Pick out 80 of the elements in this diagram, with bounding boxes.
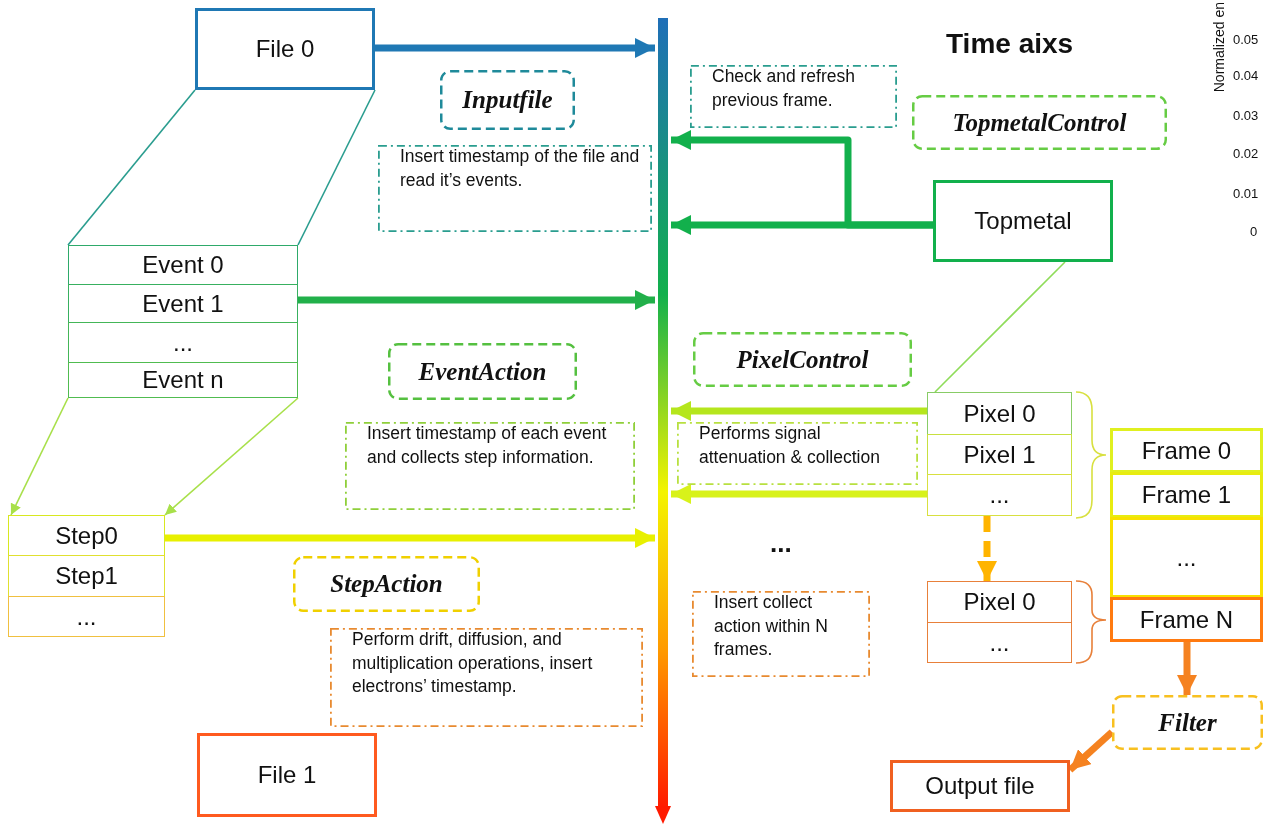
title-box [440, 70, 575, 130]
tick-label: 0.02 [1233, 146, 1259, 161]
note-box [692, 591, 870, 677]
title-box [912, 95, 1167, 150]
title-box [1112, 695, 1263, 750]
ellipsis-text: ... [770, 528, 792, 559]
leader-line [297, 89, 376, 246]
time-axis [655, 18, 671, 824]
box-label: Step0 [55, 521, 118, 550]
box-title: StepAction [330, 570, 443, 598]
box-label: Insert collect action within N frames. [714, 591, 829, 662]
tick-label: 0.05 [1233, 32, 1259, 47]
table-cell [8, 596, 165, 637]
box-label: Output file [925, 772, 1035, 800]
box-label: Step1 [55, 562, 118, 590]
table-cell [1110, 517, 1263, 598]
leader-line [934, 261, 1066, 393]
box-title: EventAction [418, 357, 547, 386]
axis-title: Time aixs [946, 28, 1074, 60]
box-label: Frame 1 [1141, 481, 1232, 509]
process-box [890, 760, 1070, 812]
box-title: PixelControl [736, 345, 869, 374]
table-cell [1110, 428, 1263, 473]
box-label: ... [76, 602, 97, 631]
arrow [10, 397, 69, 516]
box-label: Check and refresh previous frame. [712, 65, 856, 112]
box-label: ... [173, 328, 193, 357]
process-box [933, 180, 1113, 262]
box-title: Filter [1158, 708, 1217, 737]
table-cell [927, 434, 1072, 475]
box-label: Event 1 [142, 289, 224, 318]
note-box [677, 422, 918, 485]
tick-label: 0.04 [1233, 68, 1259, 83]
table-cell [8, 515, 165, 556]
box-label: ... [1176, 543, 1197, 572]
table-cell [68, 245, 298, 285]
tick-label: 0.01 [1233, 186, 1259, 201]
table-cell [927, 474, 1072, 516]
title-box [388, 343, 577, 400]
box-label: Pixel 0 [963, 399, 1036, 428]
arrow [1067, 729, 1115, 773]
box-label: Insert timestamp of each event and collects step information. [367, 422, 608, 469]
box-label: File 0 [255, 35, 315, 63]
table-cell [68, 284, 298, 323]
table-cell [8, 555, 165, 597]
process-box [197, 733, 377, 817]
box-label: Insert timestamp of the file and read it’s events. [400, 145, 640, 192]
box-label: Topmetal [974, 207, 1072, 235]
box-label: Performs signal attenuation & collection [699, 422, 881, 469]
note-box [378, 145, 652, 232]
box-label: Pixel 1 [963, 440, 1036, 469]
box-label: Perform drift, diffusion, and multiplication operations, insert electrons’ timestamp. [352, 628, 594, 699]
note-box [345, 422, 635, 510]
box-label: Pixel 0 [963, 588, 1036, 616]
axis-label: Normalized en [1211, 2, 1227, 93]
title-box [693, 332, 912, 387]
box-label: ... [989, 628, 1010, 657]
process-box [195, 8, 375, 90]
box-label: Frame 0 [1141, 436, 1232, 465]
table-cell [1110, 472, 1263, 518]
box-label: Event 0 [142, 251, 224, 279]
title-box [293, 556, 480, 612]
note-box [330, 628, 643, 727]
arrow [164, 397, 299, 516]
table-cell [927, 581, 1072, 623]
table-cell [68, 322, 298, 363]
table-cell [927, 622, 1072, 663]
box-title: Inputfile [462, 86, 553, 114]
table-cell [68, 362, 298, 398]
table-cell [927, 392, 1072, 435]
note-box [690, 65, 897, 128]
box-label: Event n [142, 366, 224, 394]
box-label: ... [989, 481, 1010, 509]
leader-line [67, 89, 196, 246]
tick-label: 0 [1250, 224, 1258, 239]
tick-label: 0.03 [1233, 108, 1259, 123]
box-title: TopmetalControl [952, 108, 1127, 137]
box-label: File 1 [257, 761, 317, 789]
box-label: Frame N [1139, 605, 1234, 634]
table-cell [1110, 597, 1263, 642]
